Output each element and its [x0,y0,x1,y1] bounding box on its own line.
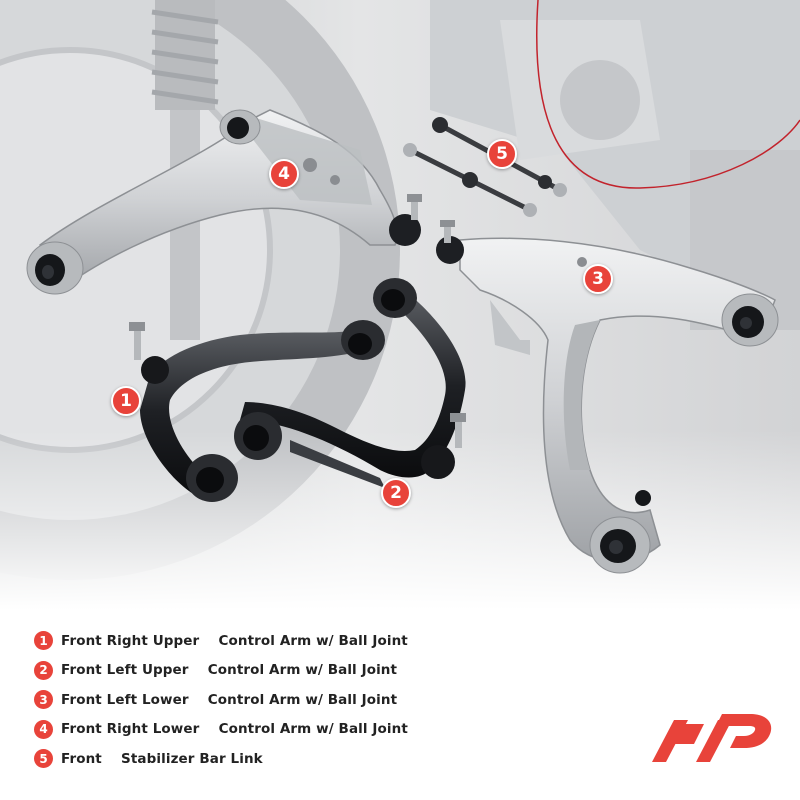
legend-item: 1 Front Right Upper Control Arm w/ Ball … [34,626,594,656]
legend-item: 3 Front Left Lower Control Arm w/ Ball J… [34,685,594,715]
legend-item: 2 Front Left Upper Control Arm w/ Ball J… [34,656,594,686]
highlight-curve [536,0,800,189]
callout-badge-4: 4 [269,159,299,189]
legend-number-badge: 2 [34,660,53,680]
callout-badge-5: 5 [487,139,517,169]
legend-item-label: Front Left Lower Control Arm w/ Ball Joi… [61,691,398,708]
legend-number-badge: 5 [34,749,53,769]
legend-item: 5 Front Stabilizer Bar Link [34,744,594,774]
callout-badge-1: 1 [111,386,141,416]
front-left-lower-control-arm [436,220,779,574]
brand-logo-icon [652,714,772,762]
callout-badge-3: 3 [583,264,613,294]
legend-item-label: Front Left Upper Control Arm w/ Ball Joi… [61,662,398,679]
callout-badge-2: 2 [381,478,411,508]
legend-number-badge: 3 [34,690,53,710]
product-image [0,0,800,610]
front-right-lower-control-arm [26,109,422,295]
parts-legend: 1 Front Right Upper Control Arm w/ Ball … [34,626,594,774]
legend-item-label: Front Stabilizer Bar Link [61,750,263,767]
legend-number-badge: 4 [34,719,53,739]
legend-item: 4 Front Right Lower Control Arm w/ Ball … [34,715,594,745]
legend-number-badge: 1 [34,631,53,651]
front-right-upper-control-arm [129,320,385,502]
legend-item-label: Front Right Lower Control Arm w/ Ball Jo… [61,721,408,738]
legend-item-label: Front Right Upper Control Arm w/ Ball Jo… [61,632,408,649]
front-left-upper-control-arm [234,278,466,488]
